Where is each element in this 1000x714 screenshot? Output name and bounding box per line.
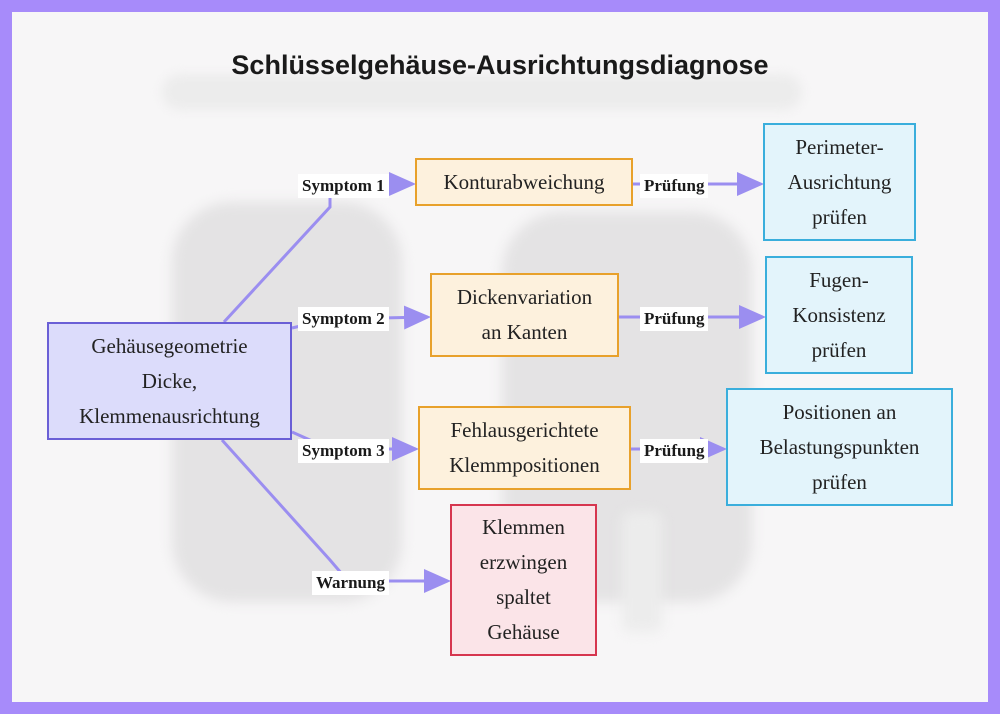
edge-label-check-1: Prüfung	[640, 174, 708, 198]
symptom-node-1: Konturabweichung	[415, 158, 633, 206]
root-node: Gehäusegeometrie Dicke, Klemmenausrichtu…	[47, 322, 292, 440]
edge-label-warning: Warnung	[312, 571, 389, 595]
edge-label-symptom-1: Symptom 1	[298, 174, 389, 198]
symptom-node-2: Dickenvariation an Kanten	[430, 273, 619, 357]
check-node-3: Positionen an Belastungspunkten prüfen	[726, 388, 953, 506]
edge-label-symptom-3: Symptom 3	[298, 439, 389, 463]
edge-root-symptom-1	[224, 184, 413, 322]
edge-label-check-2: Prüfung	[640, 307, 708, 331]
symptom-node-3: Fehlausgerichtete Klemmpositionen	[418, 406, 631, 490]
check-node-2: Fugen- Konsistenz prüfen	[765, 256, 913, 374]
edge-label-symptom-2: Symptom 2	[298, 307, 389, 331]
check-node-1: Perimeter- Ausrichtung prüfen	[763, 123, 916, 241]
warning-node: Klemmen erzwingen spaltet Gehäuse	[450, 504, 597, 656]
diagram-canvas: Schlüsselgehäuse-Ausrichtungsdiagnose Ge…	[12, 12, 988, 702]
edge-label-check-3: Prüfung	[640, 439, 708, 463]
